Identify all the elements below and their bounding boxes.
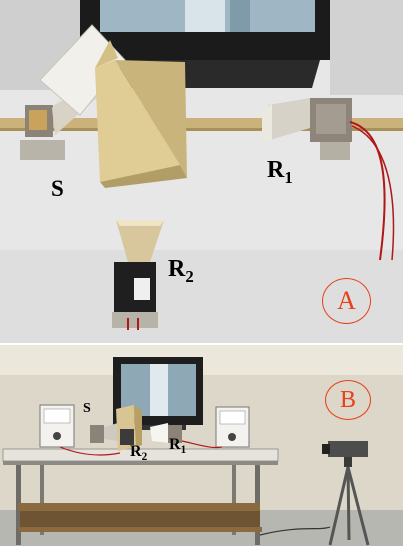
label-r2-subscript: 2 <box>185 266 194 286</box>
label-r2-subscript-b: 2 <box>141 450 148 463</box>
label-r2: R2 <box>168 256 194 285</box>
label-r1: R1 <box>267 157 293 186</box>
panel-a-badge: A <box>322 278 371 324</box>
wooden-prism <box>95 40 187 188</box>
label-r2-letter: R <box>168 256 186 282</box>
video-camera-tripod <box>322 441 370 546</box>
label-r1-letter-b: R <box>169 436 181 453</box>
receiver-r1-b <box>168 425 182 443</box>
meter-left <box>39 404 75 448</box>
label-r1-subscript: 1 <box>284 167 293 187</box>
label-r1-letter: R <box>267 157 285 183</box>
label-source-s: S <box>51 176 64 201</box>
photo-panel-b: S R2 R1 B <box>0 345 403 546</box>
panel-divider <box>0 343 403 345</box>
label-r1-subscript-b: 1 <box>180 443 187 456</box>
meter-right <box>215 406 250 448</box>
source-transmitter-b <box>90 425 104 443</box>
receiver-r1 <box>262 98 395 261</box>
label-source-s-b: S <box>83 401 91 416</box>
panel-b-badge: B <box>325 380 371 420</box>
receiver-r2 <box>112 220 164 330</box>
label-r1-b: R1 <box>169 436 187 456</box>
setup-top-view-photo <box>0 0 403 343</box>
label-r2-b: R2 <box>130 443 148 463</box>
photo-panel-a: S R1 R2 A <box>0 0 403 343</box>
setup-side-view-photo <box>0 345 403 546</box>
label-r2-letter-b: R <box>130 443 142 460</box>
